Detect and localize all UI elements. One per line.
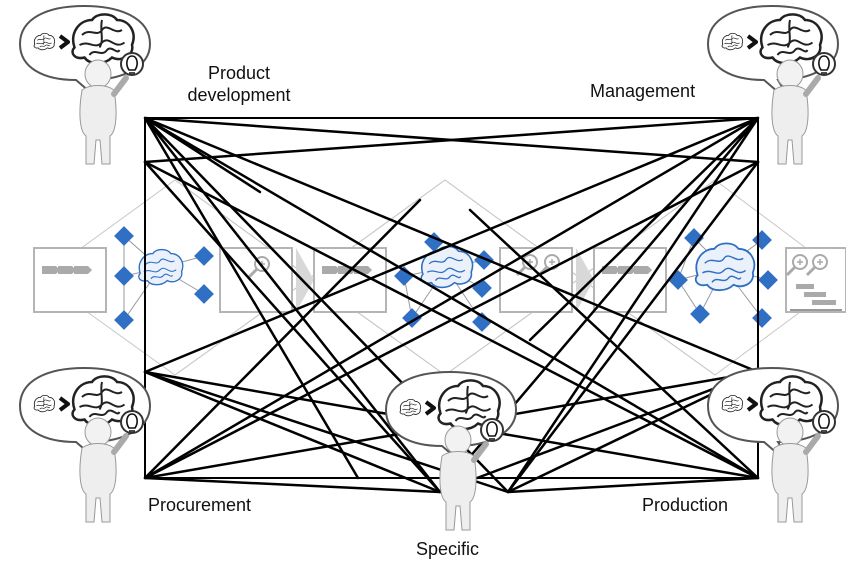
flow-arrow-1 <box>296 248 314 312</box>
process-band <box>33 226 846 332</box>
process-box-3 <box>593 247 667 313</box>
diamond-node <box>668 270 688 290</box>
flow-arrow-2 <box>576 248 594 312</box>
gantt-chart-icon <box>790 284 842 311</box>
label-production: Production <box>642 495 729 515</box>
label-procurement: Procurement <box>148 495 252 515</box>
diamond-node <box>758 270 778 290</box>
actor-specific <box>386 372 516 530</box>
diamond-node <box>194 284 214 304</box>
label-specific: Specific <box>416 539 480 559</box>
brain-icon <box>420 245 474 289</box>
process-box-1 <box>33 247 107 313</box>
diamond-node <box>114 266 134 286</box>
brain-icon <box>694 242 756 292</box>
diamond-node <box>690 304 710 324</box>
diamond-node <box>752 308 772 328</box>
diamond-node <box>752 230 772 250</box>
diamond-node <box>114 310 134 330</box>
diamond-node <box>114 226 134 246</box>
actor-product-development <box>20 6 150 164</box>
diamond-node <box>194 246 214 266</box>
label-management: Management <box>590 81 696 101</box>
label-product-development: Product development <box>187 63 291 105</box>
actor-procurement <box>20 368 150 522</box>
actor-management <box>708 6 838 164</box>
